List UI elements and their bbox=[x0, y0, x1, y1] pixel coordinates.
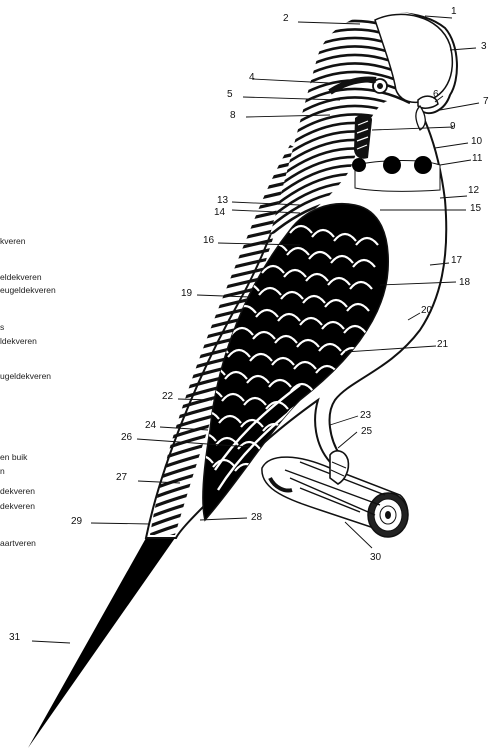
wing-scallop bbox=[260, 446, 282, 453]
callout-3: 3 bbox=[481, 41, 487, 52]
callout-31: 31 bbox=[9, 632, 21, 643]
callout-28: 28 bbox=[251, 512, 263, 523]
callout-6: 6 bbox=[433, 89, 439, 100]
callout-25: 25 bbox=[361, 426, 373, 437]
callout-30: 30 bbox=[370, 552, 382, 563]
callout-19: 19 bbox=[181, 288, 193, 299]
callout-12: 12 bbox=[468, 185, 480, 196]
callout-13: 13 bbox=[217, 195, 229, 206]
throat-spot-1 bbox=[352, 158, 366, 172]
tail-feathers bbox=[28, 538, 175, 748]
wing-scallop bbox=[332, 414, 354, 421]
callout-20: 20 bbox=[421, 305, 433, 316]
throat-spot-3 bbox=[414, 156, 432, 174]
callout-22: 22 bbox=[162, 391, 174, 402]
callout-26: 26 bbox=[121, 432, 133, 443]
wing-scallop bbox=[282, 450, 304, 457]
callout-5: 5 bbox=[227, 89, 233, 100]
callout-23: 23 bbox=[360, 410, 372, 421]
callout-18: 18 bbox=[459, 277, 471, 288]
callout-29: 29 bbox=[71, 516, 83, 527]
wing-scallop bbox=[285, 428, 307, 435]
wing-scallop bbox=[224, 214, 246, 221]
throat-spot-2 bbox=[383, 156, 401, 174]
callout-24: 24 bbox=[145, 420, 157, 431]
callout-21: 21 bbox=[437, 339, 449, 350]
callout-7: 7 bbox=[483, 96, 489, 107]
callout-1: 1 bbox=[451, 6, 457, 17]
callout-16: 16 bbox=[203, 235, 215, 246]
callout-11: 11 bbox=[472, 153, 483, 164]
callout-4: 4 bbox=[249, 72, 255, 83]
wing-scallop bbox=[221, 236, 243, 243]
callout-10: 10 bbox=[471, 136, 483, 147]
wing-scallop bbox=[218, 258, 240, 265]
callout-14: 14 bbox=[214, 207, 226, 218]
callout-8: 8 bbox=[230, 110, 236, 121]
callout-17: 17 bbox=[451, 255, 463, 266]
callout-9: 9 bbox=[450, 121, 456, 132]
callout-2: 2 bbox=[283, 13, 289, 24]
callout-15: 15 bbox=[470, 203, 482, 214]
callout-27: 27 bbox=[116, 472, 128, 483]
